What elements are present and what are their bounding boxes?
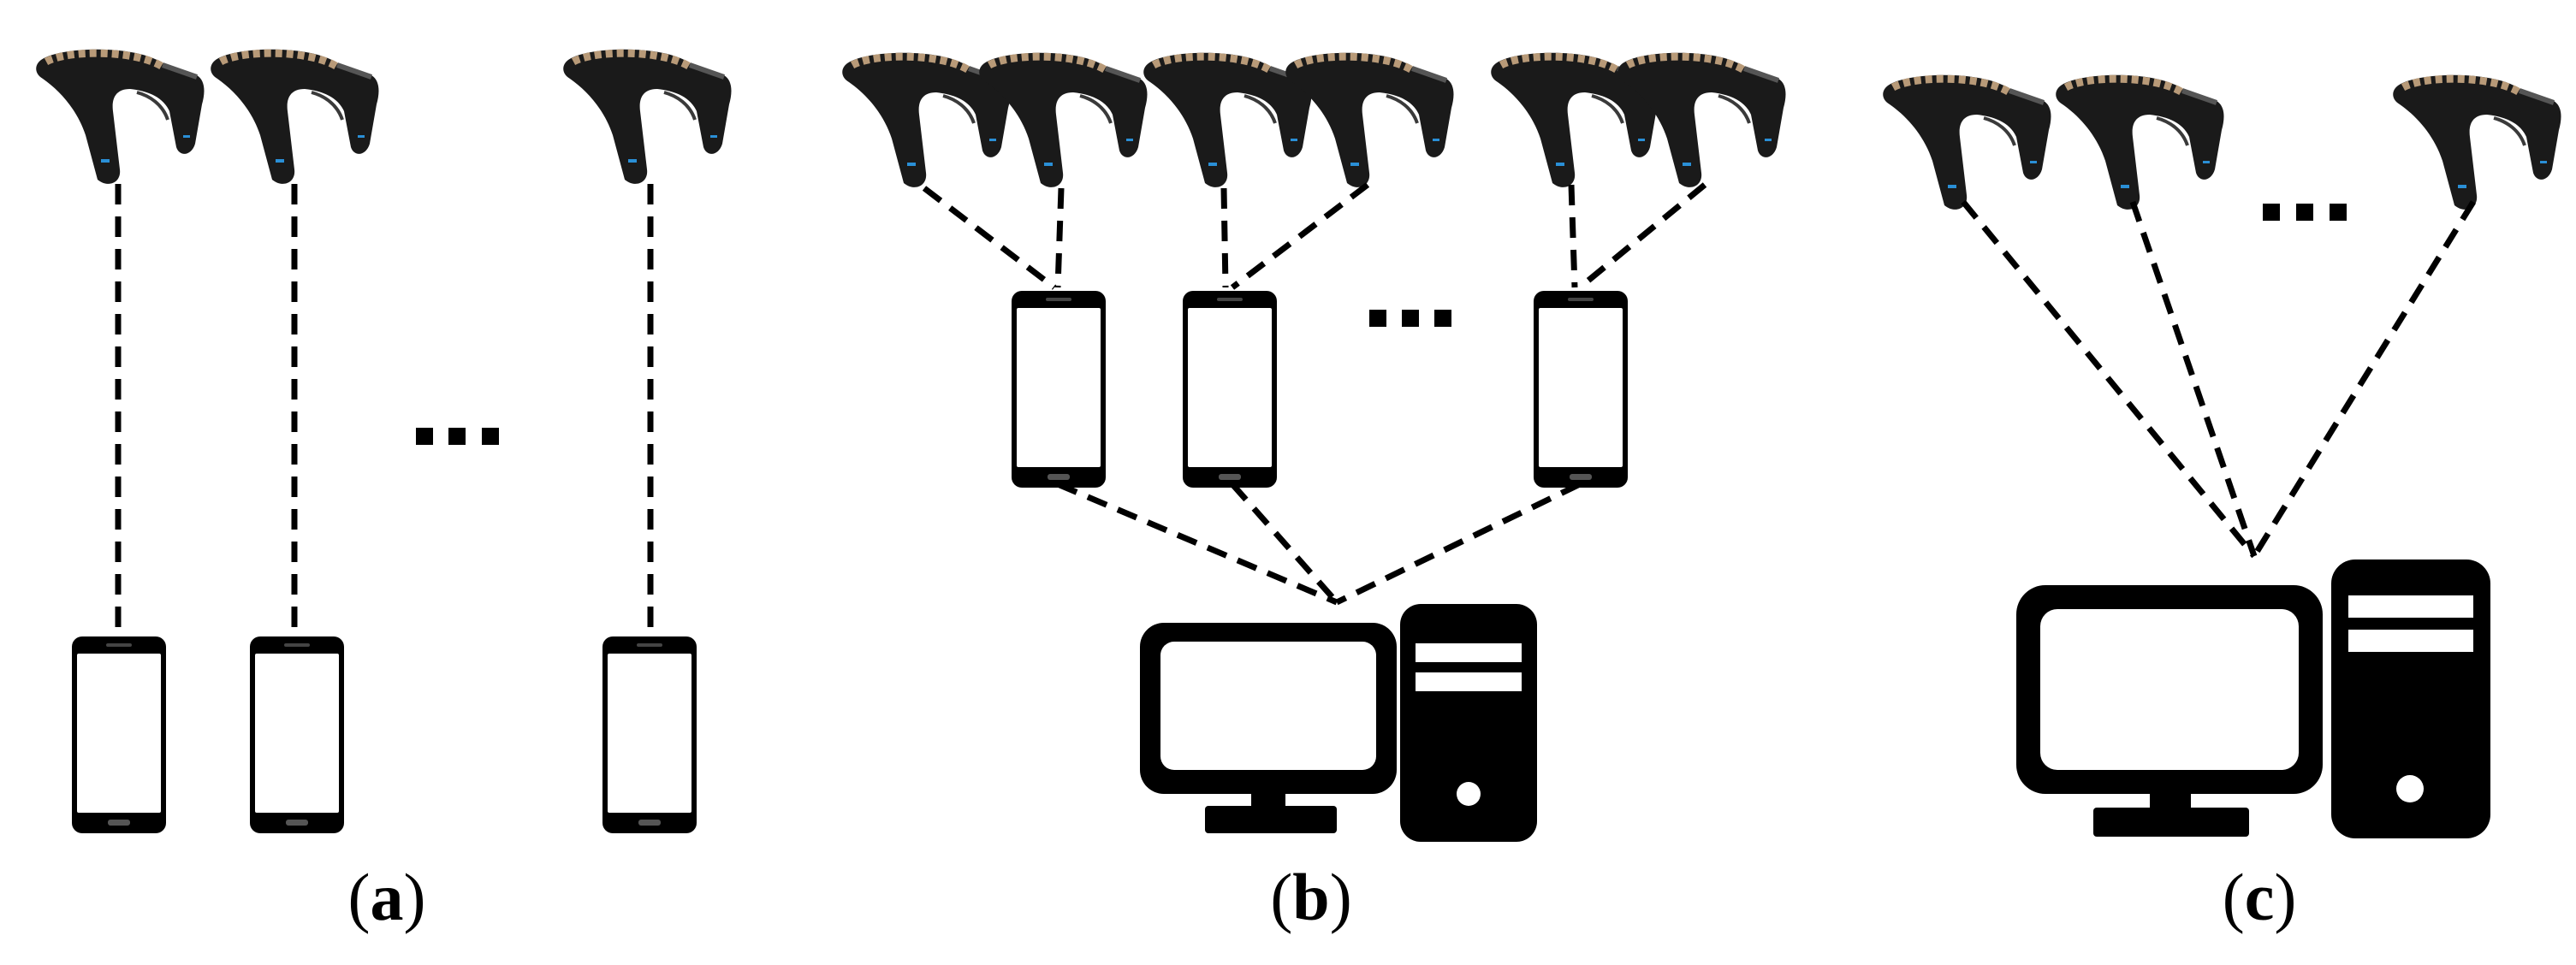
connection-line	[1230, 482, 1339, 605]
connection-line	[2129, 200, 2258, 558]
smartphone-icon	[72, 636, 166, 833]
desktop-computer-icon	[2016, 559, 2490, 838]
connection-line	[922, 186, 1057, 290]
smartphone-icon	[250, 636, 344, 833]
connection-line	[1230, 182, 1370, 290]
connection-line	[1054, 187, 1065, 288]
panel-a	[36, 50, 731, 833]
desktop-computer-icon	[1140, 604, 1537, 842]
panel-label-a: (a)	[347, 860, 426, 934]
connection-line	[1056, 481, 1338, 606]
smartphone-icon	[602, 636, 697, 833]
connection-line	[2252, 200, 2476, 558]
headband-icon	[211, 50, 378, 184]
headband-icon	[1883, 75, 2051, 210]
smartphone-icon	[1183, 291, 1277, 488]
headband-icon	[2056, 75, 2223, 210]
connection-line	[1220, 187, 1229, 288]
panel-b	[842, 53, 1785, 842]
smartphone-icon	[1012, 291, 1106, 488]
connection-line	[1961, 199, 2257, 559]
connection-line	[1335, 481, 1582, 606]
connection-line	[1577, 182, 1707, 290]
ellipsis-icon	[1369, 310, 1451, 327]
panel-label-b: (b)	[1270, 860, 1352, 934]
panel-c	[1883, 75, 2561, 838]
smartphone-icon	[1534, 291, 1628, 488]
ellipsis-icon	[2263, 204, 2347, 221]
headband-icon	[36, 50, 204, 184]
headband-icon	[1285, 53, 1453, 187]
ellipsis-icon	[416, 428, 499, 445]
headband-icon	[563, 50, 731, 184]
connection-line	[1568, 184, 1578, 288]
panel-label-c: (c)	[2222, 860, 2297, 934]
headband-icon	[2393, 75, 2561, 210]
